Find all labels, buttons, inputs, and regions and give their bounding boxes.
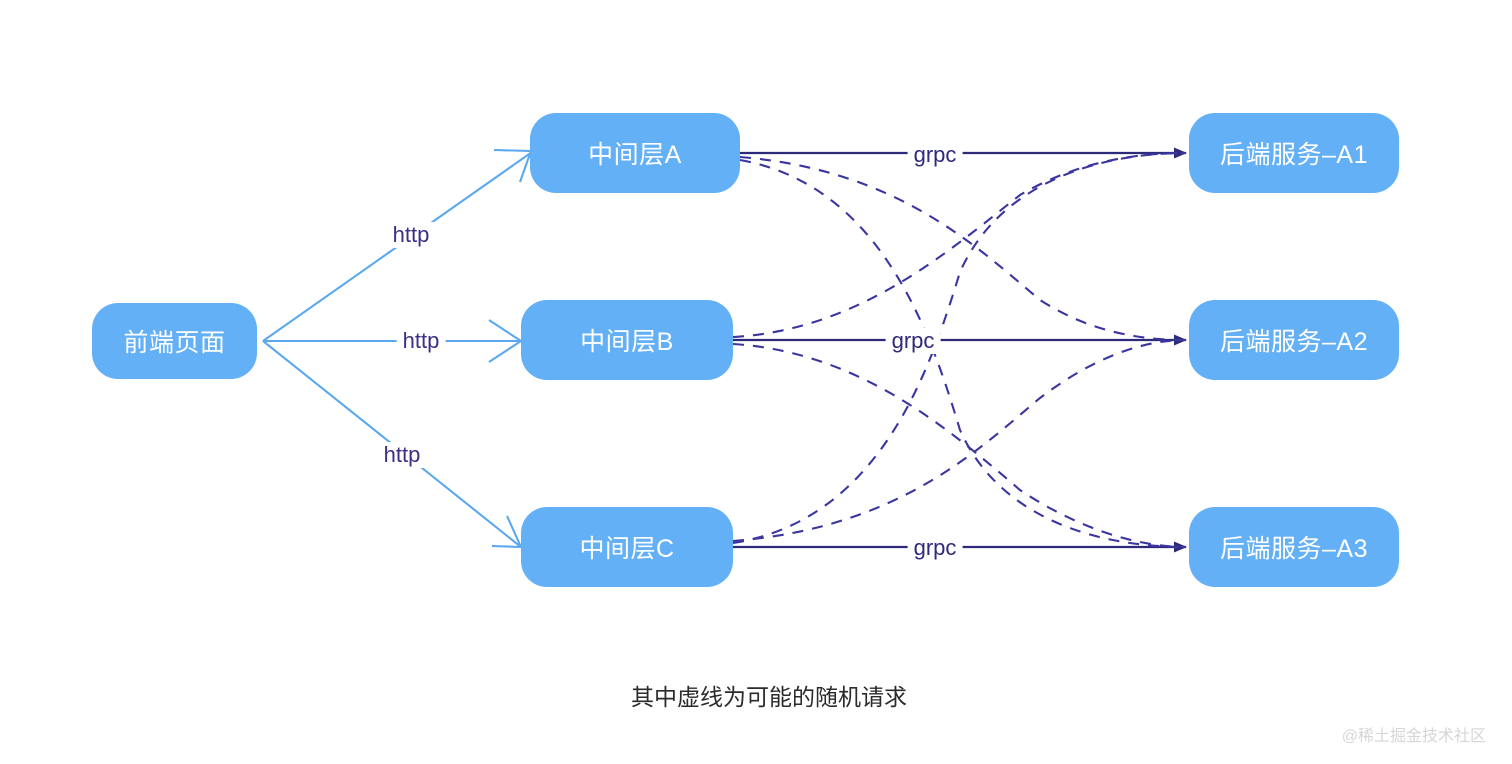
grpc-solid-edge-group (733, 147, 1187, 553)
node-frontend[interactable]: 前端页面 (92, 303, 257, 379)
http-arrowhead-middle-a (493, 148, 532, 183)
edge-label-http-c: http (377, 442, 427, 468)
node-backend-a3[interactable]: 后端服务–A3 (1189, 507, 1399, 587)
grpc-dashed-edge-middle-a-backend-a2 (739, 155, 1187, 342)
edge-label-http-c-text: http (383, 442, 421, 467)
edge-label-http-a-text: http (392, 222, 430, 247)
diagram-caption: 其中虚线为可能的随机请求 (631, 684, 907, 710)
edge-label-http-b-text: http (402, 328, 440, 353)
edge-label-grpc-c: grpc (907, 535, 963, 561)
http-arrowhead-middle-c (491, 515, 522, 549)
edge-label-grpc-c-text: grpc (913, 535, 957, 560)
node-backend-a2[interactable]: 后端服务–A2 (1189, 300, 1399, 380)
node-middle-c-label: 中间层C (579, 535, 675, 563)
node-backend-a3-label: 后端服务–A3 (1220, 535, 1368, 563)
edge-label-http-b: http (396, 328, 446, 354)
grpc-dashed-edge-middle-c-backend-a1 (732, 151, 1187, 545)
grpc-dashed-edge-middle-a-backend-a3 (739, 158, 1187, 549)
watermark: @稀土掘金技术社区 (1341, 728, 1486, 745)
grpc-dashed-edge-middle-c-backend-a2 (732, 338, 1187, 543)
edge-label-grpc-a-text: grpc (913, 142, 957, 167)
node-backend-a1[interactable]: 后端服务–A1 (1189, 113, 1399, 193)
node-backend-a1-label: 后端服务–A1 (1220, 141, 1368, 169)
grpc-dashed-edge-group (732, 151, 1187, 549)
node-middle-a-label: 中间层A (588, 141, 682, 169)
grpc-dashed-edge-middle-b-backend-a3 (732, 342, 1187, 549)
edge-label-grpc-b-text: grpc (891, 328, 935, 353)
edge-label-http-a: http (386, 222, 436, 248)
node-middle-b-label: 中间层B (580, 328, 674, 356)
node-backend-a2-label: 后端服务–A2 (1220, 328, 1368, 356)
node-middle-b[interactable]: 中间层B (521, 300, 733, 380)
edge-label-grpc-b: grpc (885, 328, 941, 354)
edge-label-grpc-a: grpc (907, 142, 963, 168)
node-frontend-label: 前端页面 (123, 329, 226, 357)
node-middle-c[interactable]: 中间层C (521, 507, 733, 587)
node-middle-a[interactable]: 中间层A (530, 113, 740, 193)
